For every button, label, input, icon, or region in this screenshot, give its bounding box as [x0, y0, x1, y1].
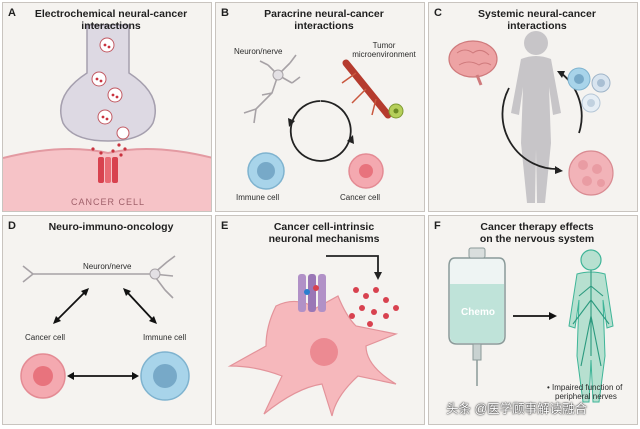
- neuron-icon: [22, 255, 176, 299]
- human-body-icon: [511, 31, 561, 203]
- panel-letter: E: [221, 220, 229, 232]
- cancer-cell-icon: [348, 153, 384, 189]
- cycle-arrow: [501, 87, 560, 170]
- panel-d: D Neuro-immuno-oncology Neuron/nerve Can…: [2, 215, 212, 425]
- cycle-arrow: [289, 100, 352, 162]
- neuron-icon: [243, 54, 301, 124]
- intrinsic-illustration: [227, 255, 399, 417]
- arrowhead: [549, 312, 557, 320]
- cancer-cell-label: CANCER CELL: [70, 197, 146, 207]
- neuron-label: Neuron/nerve: [83, 262, 132, 271]
- double-arrows: [56, 291, 154, 377]
- panel-c: C Systemic neural-cancer interactions: [428, 2, 638, 212]
- cell-nucleus: [310, 338, 338, 366]
- immune-cell-icon: [140, 351, 190, 401]
- immune-label: Immune cell: [236, 193, 280, 202]
- panel-title: Systemic neural-cancer interactions: [478, 8, 596, 32]
- vesicles: [91, 37, 130, 140]
- cycle-arrowhead: [555, 166, 563, 174]
- effect-bullet: • Impaired function of peripheral nerves: [547, 383, 623, 401]
- receptor-channel: [98, 157, 118, 183]
- immune-cells-icon: [567, 67, 611, 113]
- nervous-system-figure: [568, 249, 614, 403]
- panel-letter: B: [221, 7, 229, 19]
- chemo-iv-bag-icon: [448, 247, 506, 386]
- systemic-illustration: [448, 31, 614, 203]
- panel-title: Cancer cell-intrinsic neuronal mechanism…: [268, 221, 380, 245]
- panel-title: Paracrine neural-cancer interactions: [264, 8, 384, 32]
- panel-letter: C: [434, 7, 442, 19]
- feedback-arrow: [326, 255, 379, 274]
- axon-terminal: [59, 24, 157, 142]
- cancer-label: Cancer cell: [25, 333, 66, 342]
- neuron-body: [272, 69, 284, 81]
- cancer-cell-icon: [20, 353, 66, 399]
- cycle-arrowhead: [347, 135, 354, 144]
- panel-letter: F: [434, 220, 441, 232]
- panel-title: Cancer therapy effects on the nervous sy…: [479, 221, 595, 245]
- arrowhead: [374, 272, 382, 280]
- released-neurotransmitters: [91, 143, 127, 157]
- cancer-label: Cancer cell: [340, 193, 381, 202]
- brain-icon: [448, 40, 498, 86]
- panel-letter: A: [8, 7, 16, 19]
- panel-title: Electrochemical neural-cancer interactio…: [34, 8, 188, 32]
- watermark-text: 头条 @医学顾事解读融合: [446, 402, 588, 416]
- synapse-illustration: [3, 24, 211, 211]
- tumor-label: Tumor microenvironment: [352, 41, 416, 59]
- panel-a: A Electrochemical neural-cancer interact…: [2, 2, 212, 212]
- secreted-molecules: [349, 287, 399, 327]
- panel-title: Neuro-immuno-oncology: [48, 221, 174, 233]
- tumor-microenvironment-icon: [341, 59, 404, 119]
- neuron-body: [149, 268, 161, 280]
- tumor-icon: [568, 150, 614, 196]
- neuron-label: Neuron/nerve: [234, 47, 283, 56]
- neuro-immuno-illustration: [20, 255, 190, 401]
- cycle-arrowhead: [557, 71, 565, 78]
- chemo-label: Chemo: [461, 307, 495, 318]
- panel-f: F Cancer therapy effects on the nervous …: [428, 215, 638, 425]
- therapy-illustration: [448, 247, 614, 403]
- immune-label: Immune cell: [143, 333, 187, 342]
- panel-b: B Paracrine neural-cancer interactions N…: [215, 2, 425, 212]
- panel-letter: D: [8, 220, 16, 232]
- cycle-arrowhead: [288, 118, 295, 127]
- paracrine-illustration: [243, 54, 404, 190]
- panel-e: E Cancer cell-intrinsic neuronal mechani…: [215, 215, 425, 425]
- arrowheads: [53, 288, 157, 380]
- cycle-arrow: [560, 72, 583, 134]
- immune-cell-icon: [247, 152, 285, 190]
- membrane-edge: [3, 148, 211, 159]
- receptor-channels: [298, 274, 326, 312]
